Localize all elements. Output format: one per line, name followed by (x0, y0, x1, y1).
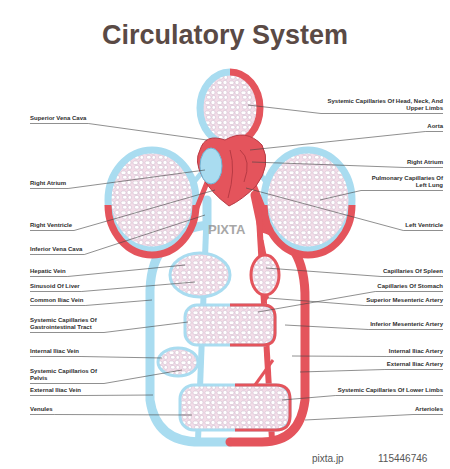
part-label: Right Ventricle (30, 222, 72, 229)
part-label: Hepatic Vein (30, 268, 66, 275)
part-label: Common Iliac Vein (30, 297, 83, 304)
part-label: Systemic Capillaries Of Gastrointestinal… (30, 317, 102, 331)
leader-line (30, 170, 205, 189)
part-label: Venules (30, 406, 53, 413)
leader-line (30, 395, 153, 397)
leader-line (300, 370, 443, 373)
watermark-site: pixta.jp (312, 453, 344, 464)
part-label: Right Atrium (30, 180, 66, 187)
part-label: Sinusoid Of Liver (30, 283, 80, 290)
part-label: Pulmonary Capillaries Of Left Lung (363, 175, 443, 189)
image-id: 115446746 (378, 453, 427, 464)
diagram-title: Circulatory System (102, 20, 348, 51)
leader-line (30, 124, 207, 141)
part-label: Internal Iliac Vein (30, 348, 79, 355)
part-label: Capillaries Of Stomach (377, 283, 443, 290)
leader-line (305, 415, 443, 421)
watermark: PIXTA (208, 222, 245, 237)
leader-line (292, 356, 443, 358)
part-label: Systemic Capillaries Of Lower Limbs (338, 387, 443, 394)
part-label: Arterioles (415, 406, 443, 413)
part-label: External Iliac Vein (30, 387, 81, 394)
leader-line (282, 396, 443, 401)
part-label: Systemic Capillaries Of Head, Neck, And … (323, 98, 443, 112)
leader-line (30, 265, 185, 277)
part-label: Internal Iliac Artery (389, 348, 443, 355)
leader-line (268, 298, 443, 306)
part-label: Inferior Vena Cava (30, 246, 82, 253)
leader-line (30, 190, 215, 231)
part-label: Right Atrium (407, 159, 443, 166)
leader-line (320, 191, 443, 201)
leader-line (246, 188, 443, 231)
part-label: Superior Mesenteric Artery (366, 297, 443, 304)
part-label: Left Ventricle (405, 222, 443, 229)
leader-line (30, 357, 162, 359)
leader-line (30, 282, 195, 292)
leader-line (30, 414, 192, 416)
part-label: Superior Vena Cava (30, 115, 86, 122)
part-label: Inferior Mesenteric Artery (370, 321, 443, 328)
leader-line (30, 215, 205, 255)
part-label: Capillaries Of Spleen (383, 268, 443, 275)
leader-line (266, 268, 443, 277)
part-label: Aorta (427, 123, 443, 130)
leader-line (258, 292, 443, 313)
part-label: External Iliac Artery (387, 361, 443, 368)
part-label: Systemic Capillarios Of Pelvis (30, 368, 102, 382)
leader-line (250, 132, 443, 151)
